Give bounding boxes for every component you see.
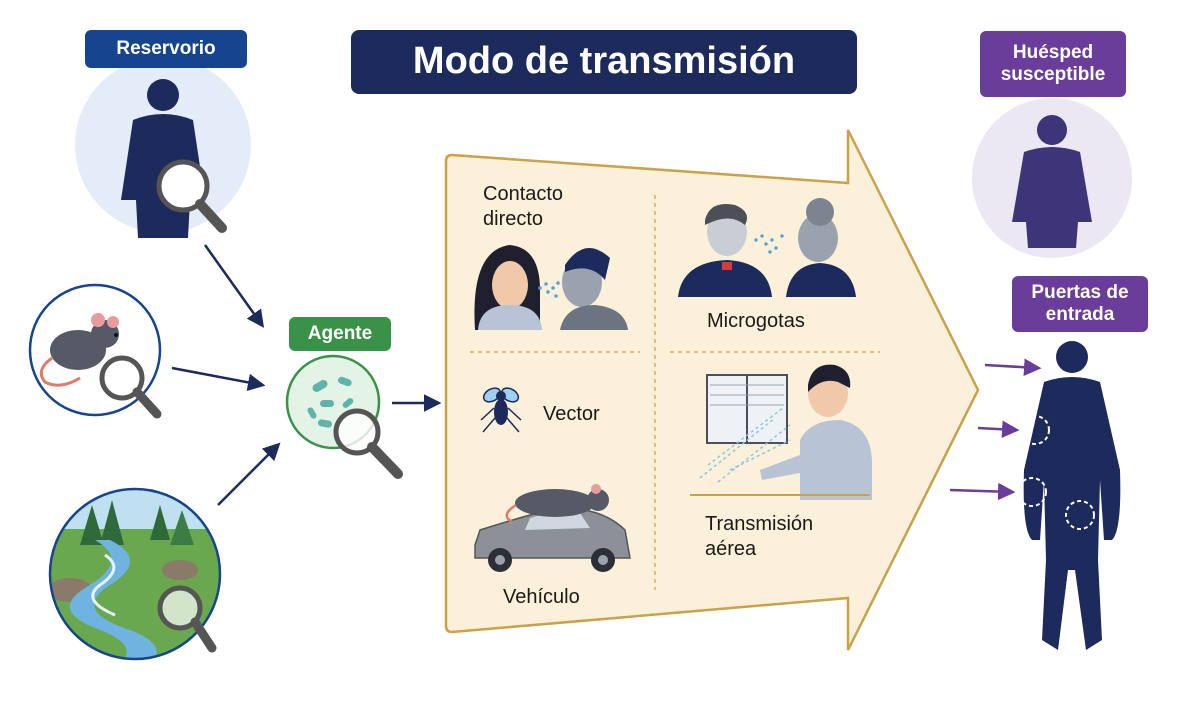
droplets-label: Microgotas: [707, 310, 805, 332]
vehicle-car-icon: [474, 484, 631, 572]
arrow-human-to-agent: [203, 244, 265, 328]
entry-ports-label-line1: Puertas de: [1031, 282, 1129, 304]
entry-ports-label-line2: entrada: [1045, 304, 1115, 325]
entry-arrow-head: [984, 358, 1042, 376]
entry-port-lower: [1065, 500, 1095, 530]
droplets-icon: [678, 198, 856, 297]
reservoir-environment-icon: [48, 487, 222, 661]
reservoir-human-icon: [75, 57, 251, 238]
direct-contact-label: Contacto directo: [483, 182, 643, 232]
entry-port-hand: [1017, 477, 1047, 507]
vehicle-label: Vehículo: [503, 586, 580, 608]
entry-arrow-hand: [949, 482, 1016, 501]
arrow-rodent-to-agent: [171, 366, 266, 391]
entry-ports-body-icon: [1017, 341, 1121, 650]
susceptible-host-label: Huésped susceptible: [980, 31, 1126, 97]
arrow-environment-to-agent: [217, 442, 281, 506]
agent-label: Agente: [289, 317, 391, 351]
airborne-label: Transmisión aérea: [705, 512, 865, 562]
direct-contact-label-line1: Contacto: [483, 183, 564, 205]
susceptible-host-label-line1: Huésped: [1012, 42, 1094, 64]
airborne-window-person-icon: [690, 364, 872, 500]
direct-contact-icon: [474, 245, 628, 330]
susceptible-host-label-line2: susceptible: [1000, 64, 1106, 85]
agent-microbes-icon: [285, 354, 403, 479]
susceptible-host-icon: [972, 98, 1132, 258]
entry-port-upper: [1020, 415, 1050, 445]
airborne-label-line1: Transmisión: [705, 513, 814, 535]
page-title: Modo de transmisión: [351, 30, 857, 94]
airborne-label-line2: aérea: [705, 538, 757, 560]
direct-contact-label-line2: directo: [483, 208, 544, 230]
vector-label: Vector: [543, 403, 600, 425]
entry-arrow-chest: [977, 420, 1020, 439]
reservoir-label: Reservorio: [85, 30, 247, 68]
entry-ports-label: Puertas de entrada: [1012, 276, 1148, 332]
vector-mosquito-icon: [480, 387, 522, 433]
reservoir-rodent-icon: [28, 283, 162, 419]
